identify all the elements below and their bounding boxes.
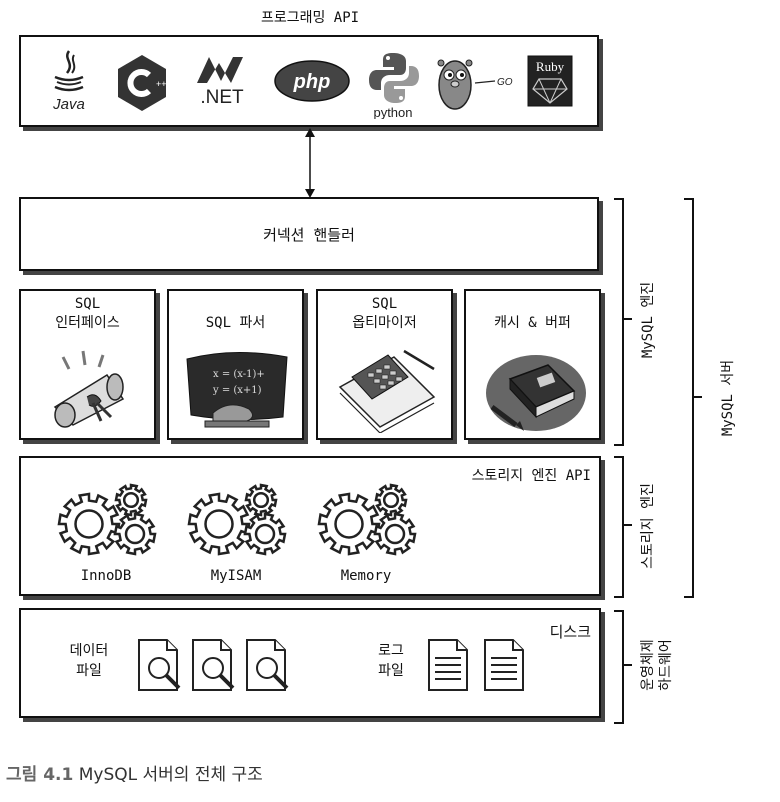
engine-label-memory: Memory xyxy=(340,568,392,584)
dotnet-logo-icon: .NET xyxy=(191,53,253,109)
python-logo-icon: python xyxy=(363,47,423,119)
memory-gears-icon xyxy=(311,482,421,562)
innodb-gears-icon xyxy=(51,482,161,562)
sql-interface-line2: 인터페이스 xyxy=(55,315,120,331)
hardware-label: 하드웨어 xyxy=(658,639,674,691)
log-file-icons xyxy=(427,638,531,694)
figure-caption: 그림 4.1 MySQL 서버의 전체 구조 xyxy=(6,760,263,785)
figure-caption-text: MySQL 서버의 전체 구조 xyxy=(73,765,263,785)
ruby-logo-icon: Ruby xyxy=(527,55,573,107)
java-logo-label: Java xyxy=(52,96,85,113)
os-hardware-bracket-tick xyxy=(622,664,632,666)
bidirectional-arrow-icon xyxy=(302,128,318,198)
data-file-icons xyxy=(137,638,301,694)
connection-handler-box: 커넥션 핸들러 xyxy=(19,197,599,271)
log-files-line1: 로그 xyxy=(378,643,404,659)
log-files-line2: 파일 xyxy=(378,663,404,679)
svg-text:y = (x+1): y = (x+1) xyxy=(212,385,262,396)
chalkboard-icon: x = (x-1)+ y = (x+1) xyxy=(183,347,293,435)
cache-buffer-label: 캐시 & 버퍼 xyxy=(494,315,571,331)
sql-optimizer-line2: 옵티마이저 xyxy=(352,315,417,331)
sql-parser-box: SQL 파서 x = (x-1)+ y = (x+1) xyxy=(167,289,304,440)
java-logo-icon: Java xyxy=(49,47,89,117)
python-logo-label: python xyxy=(373,105,412,119)
sql-interface-box: SQL 인터페이스 xyxy=(19,289,156,440)
engine-label-myisam: MyISAM xyxy=(210,568,262,584)
programming-api-box: Java ++ .NET php python xyxy=(19,35,599,127)
dotnet-logo-label: .NET xyxy=(200,87,244,108)
data-files-line1: 데이터 xyxy=(69,643,109,659)
cache-buffer-box: 캐시 & 버퍼 xyxy=(464,289,601,440)
disk-box: 디스크 데이터 파일 로그 파일 xyxy=(19,608,601,718)
mysql-server-bracket xyxy=(684,198,694,598)
svg-text:x = (x-1)+: x = (x-1)+ xyxy=(213,369,265,380)
php-logo-icon: php xyxy=(273,59,351,103)
data-files-line2: 파일 xyxy=(76,663,102,679)
book-icon xyxy=(482,345,588,435)
storage-engine-api-title: 스토리지 엔진 API xyxy=(471,468,591,484)
storage-engine-bracket-tick xyxy=(622,524,632,526)
programming-api-title: 프로그래밍 API xyxy=(260,10,360,26)
sql-interface-line1: SQL xyxy=(74,296,101,312)
myisam-gears-icon xyxy=(181,482,291,562)
scroll-icon xyxy=(45,347,135,429)
mysql-engine-bracket-tick xyxy=(622,318,632,320)
storage-engine-api-box: 스토리지 엔진 API InnoDB MyISAM Memory xyxy=(19,456,601,596)
storage-engine-label: 스토리지 엔진 xyxy=(640,483,656,569)
go-logo-label: GO xyxy=(497,77,513,88)
ruby-logo-label: Ruby xyxy=(536,59,565,74)
connection-handler-label: 커넥션 핸들러 xyxy=(263,226,355,244)
mysql-server-label: MySQL 서버 xyxy=(720,359,736,437)
storage-engine-bracket xyxy=(614,456,624,598)
mysql-engine-bracket xyxy=(614,198,624,446)
cpp-logo-icon: ++ xyxy=(115,53,169,113)
calculator-icon xyxy=(334,347,440,433)
os-label: 운영체제 xyxy=(640,639,656,691)
sql-optimizer-box: SQL 옵티마이저 xyxy=(316,289,453,440)
mysql-engine-label: MySQL 엔진 xyxy=(640,281,656,359)
sql-parser-label: SQL 파서 xyxy=(205,315,266,331)
mysql-server-bracket-tick xyxy=(692,396,702,398)
figure-caption-prefix: 그림 4.1 xyxy=(6,765,74,785)
svg-text:++: ++ xyxy=(156,79,167,89)
engine-label-innodb: InnoDB xyxy=(80,568,132,584)
sql-optimizer-line1: SQL xyxy=(371,296,398,312)
os-hardware-bracket xyxy=(614,610,624,724)
go-gopher-logo-icon: GO xyxy=(435,53,515,113)
php-logo-label: php xyxy=(293,71,331,93)
disk-title: 디스크 xyxy=(549,623,591,641)
